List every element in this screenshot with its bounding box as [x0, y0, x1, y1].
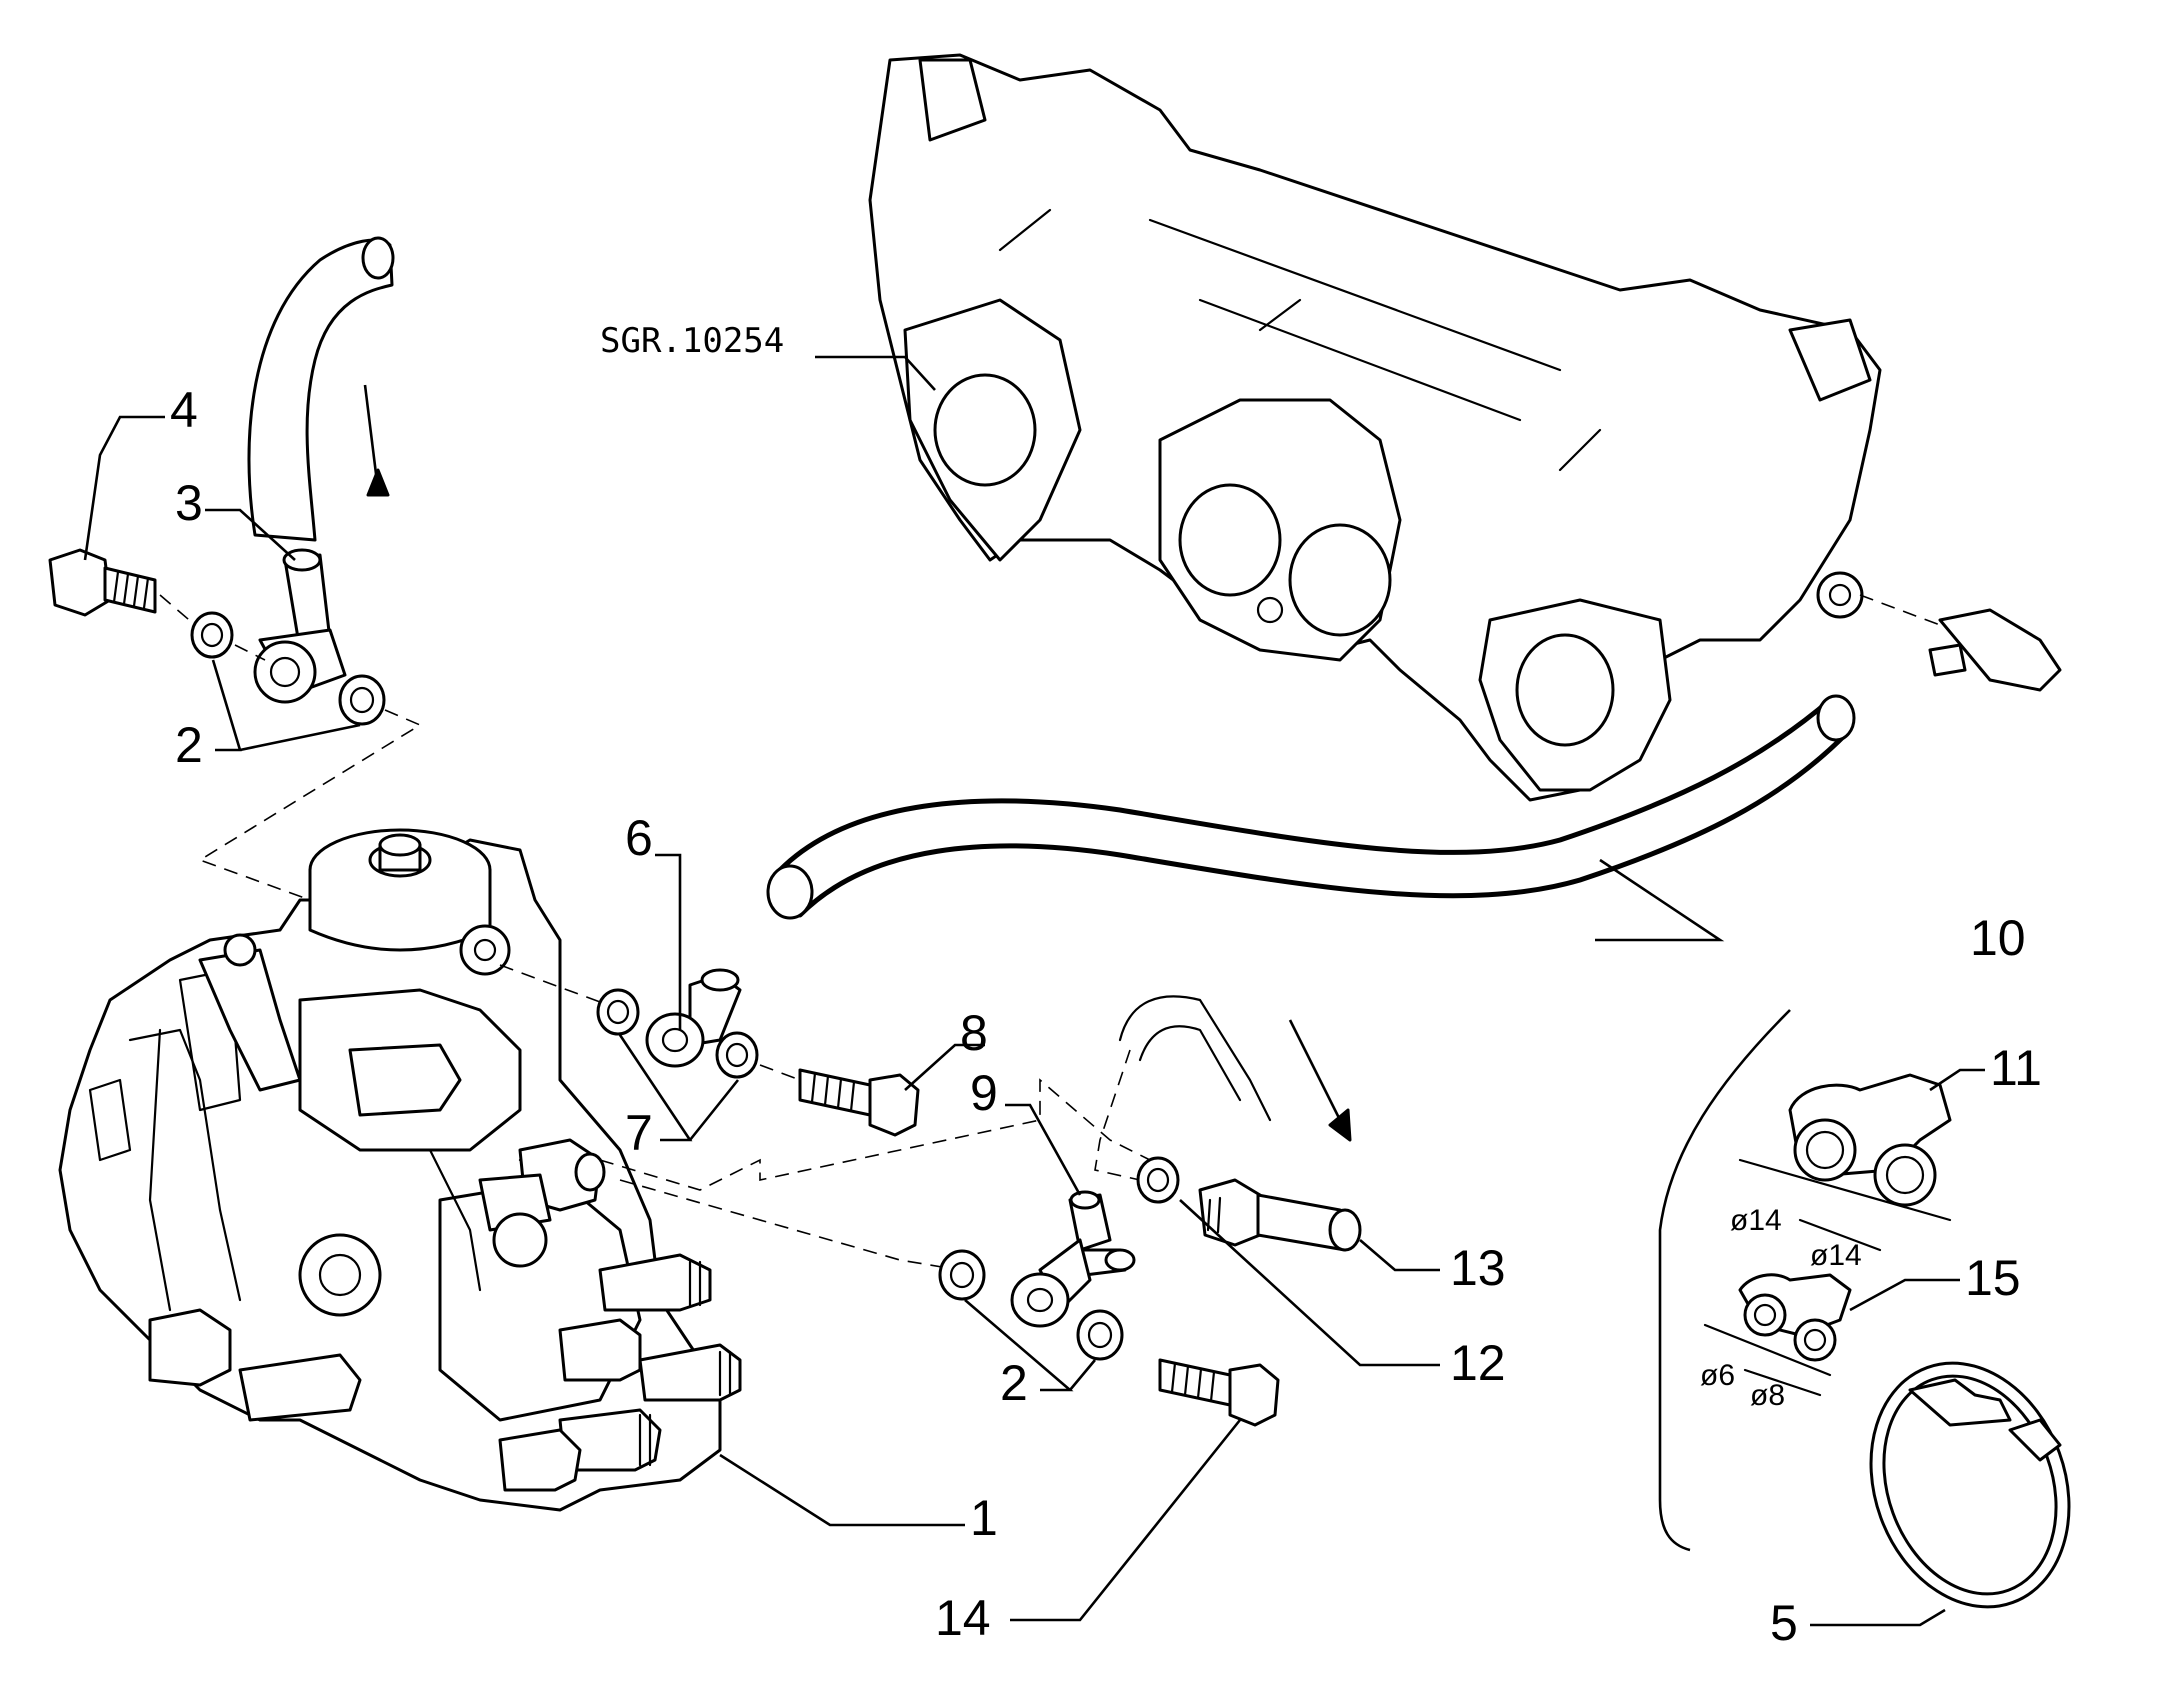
- banjo-bolt-8: [798, 1068, 920, 1137]
- injection-pump: [58, 828, 742, 1512]
- callout-4: 4: [170, 382, 198, 438]
- callout-11: 11: [1990, 1040, 2042, 1096]
- pipe-9-ghost: [1094, 995, 1272, 1181]
- banjo-fitting-9: [1010, 1190, 1136, 1328]
- leader-8: [904, 1043, 985, 1091]
- leader-13: [1359, 1239, 1440, 1272]
- nipple-13: [1198, 1178, 1362, 1252]
- upper-hose: [247, 236, 395, 542]
- bolt-14: [1158, 1358, 1280, 1427]
- hose-10: [766, 694, 1856, 920]
- hose-clamp-5: [1869, 1361, 2071, 1609]
- leader-7: [618, 1034, 740, 1142]
- callout-1: 1: [970, 1490, 998, 1546]
- banjo-fitting-3: [253, 548, 347, 704]
- leader-6: [655, 853, 682, 1030]
- leader-10: [1595, 858, 1725, 942]
- banjo-fitting-6: [645, 968, 742, 1068]
- intake-manifold: [868, 53, 2062, 802]
- washer-12: [1136, 1156, 1180, 1204]
- callout-13: 13: [1450, 1240, 1506, 1296]
- dimension-14b: ø14: [1810, 1239, 1862, 1272]
- leader-4: [83, 415, 165, 561]
- reference-code: SGR.10254: [600, 321, 784, 361]
- detail-bracket: [1658, 1009, 1791, 1552]
- leader-5: [1810, 1608, 1946, 1627]
- leader-2-bottom: [964, 1299, 1096, 1392]
- leader-1: [719, 1453, 965, 1527]
- callout-12: 12: [1450, 1335, 1506, 1391]
- leader-12: [1179, 1199, 1440, 1367]
- arrow-down-icon: [363, 384, 390, 497]
- washers-7: [596, 988, 759, 1079]
- arrow-diagonal-icon: [1288, 1019, 1352, 1142]
- callout-3: 3: [175, 475, 203, 531]
- washers-2-top: [190, 611, 386, 726]
- callout-10: 10: [1970, 910, 2026, 966]
- dimension-6: ø6: [1700, 1359, 1735, 1392]
- callout-6: 6: [625, 810, 653, 866]
- leader-11: [1929, 1068, 1985, 1092]
- reference-code-group: SGR.10254: [600, 321, 936, 391]
- washers-2-bottom: [938, 1249, 1124, 1361]
- leader-2-top: [211, 659, 361, 752]
- leader-3: [205, 508, 296, 561]
- callout-5: 5: [1770, 1595, 1798, 1651]
- callout-15: 15: [1965, 1250, 2021, 1306]
- callout-8: 8: [960, 1005, 988, 1061]
- callout-2-bottom: 2: [1000, 1355, 1028, 1411]
- clip-15: [1703, 1273, 1852, 1397]
- callout-9: 9: [970, 1065, 998, 1121]
- banjo-bolt-4: [48, 548, 157, 617]
- leader-14: [1010, 1419, 1242, 1622]
- leader-9: [1005, 1103, 1082, 1196]
- dimension-8: ø8: [1750, 1379, 1785, 1412]
- dimension-14a: ø14: [1730, 1204, 1782, 1237]
- callout-2-top: 2: [175, 717, 203, 773]
- callout-14: 14: [935, 1590, 991, 1646]
- callout-7: 7: [625, 1105, 653, 1161]
- clip-11: [1738, 1073, 1952, 1252]
- leader-15: [1849, 1278, 1960, 1312]
